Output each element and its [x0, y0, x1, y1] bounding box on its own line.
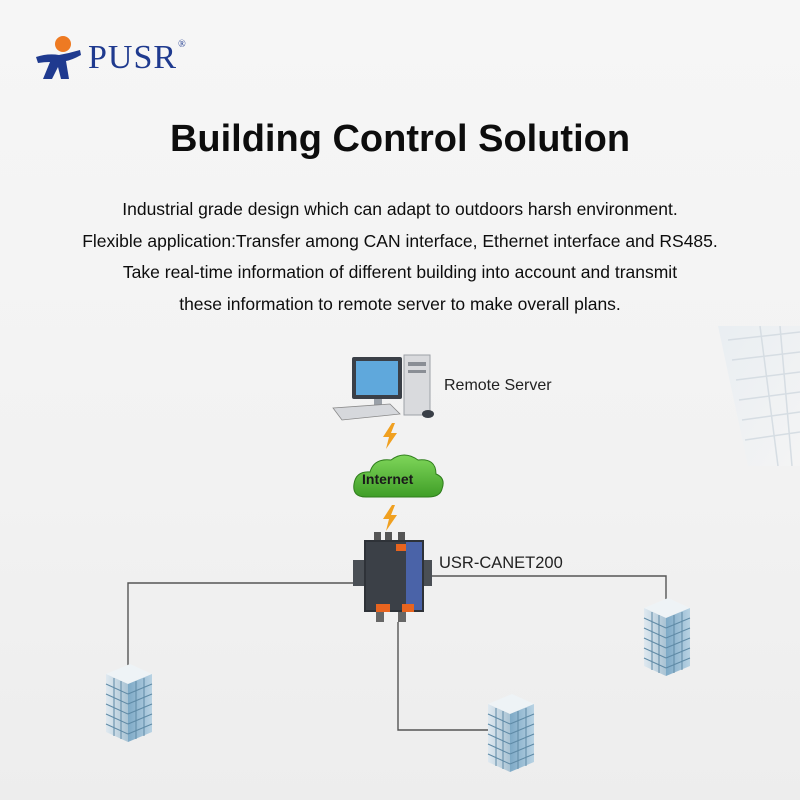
- pusr-figure-icon: [36, 36, 81, 79]
- description: Industrial grade design which can adapt …: [0, 194, 800, 320]
- background-building-decoration: [718, 326, 800, 466]
- description-line-2: Flexible application:Transfer among CAN …: [82, 230, 718, 251]
- description-line-3: Take real-time information of different …: [122, 262, 678, 282]
- desktop-computer-icon: [332, 354, 434, 421]
- internet-cloud-icon: [353, 454, 444, 498]
- wireless-bolt-icon: [383, 423, 397, 449]
- gateway-label: USR-CANET200: [439, 554, 563, 572]
- internet-label: Internet: [362, 471, 414, 487]
- wire-links: [127, 575, 667, 731]
- registered-mark: ®: [178, 38, 186, 50]
- building-icon-bottom: [487, 694, 535, 773]
- building-icon-right: [643, 598, 691, 677]
- brand-logo: PUSR ®: [34, 34, 186, 82]
- brand-name: PUSR: [88, 39, 178, 76]
- description-line-1: Industrial grade design which can adapt …: [122, 199, 678, 219]
- wire-to-right-building: [430, 575, 667, 604]
- page-title: Building Control Solution: [169, 118, 631, 160]
- wire-to-bottom-building: [397, 622, 488, 731]
- wireless-bolt-icon: [383, 505, 397, 531]
- gateway-device-icon: [353, 532, 432, 622]
- remote-server-label: Remote Server: [444, 377, 552, 394]
- building-icon-left: [105, 664, 153, 743]
- description-line-4: these information to remote server to ma…: [179, 293, 621, 314]
- wire-to-left-building: [127, 582, 366, 668]
